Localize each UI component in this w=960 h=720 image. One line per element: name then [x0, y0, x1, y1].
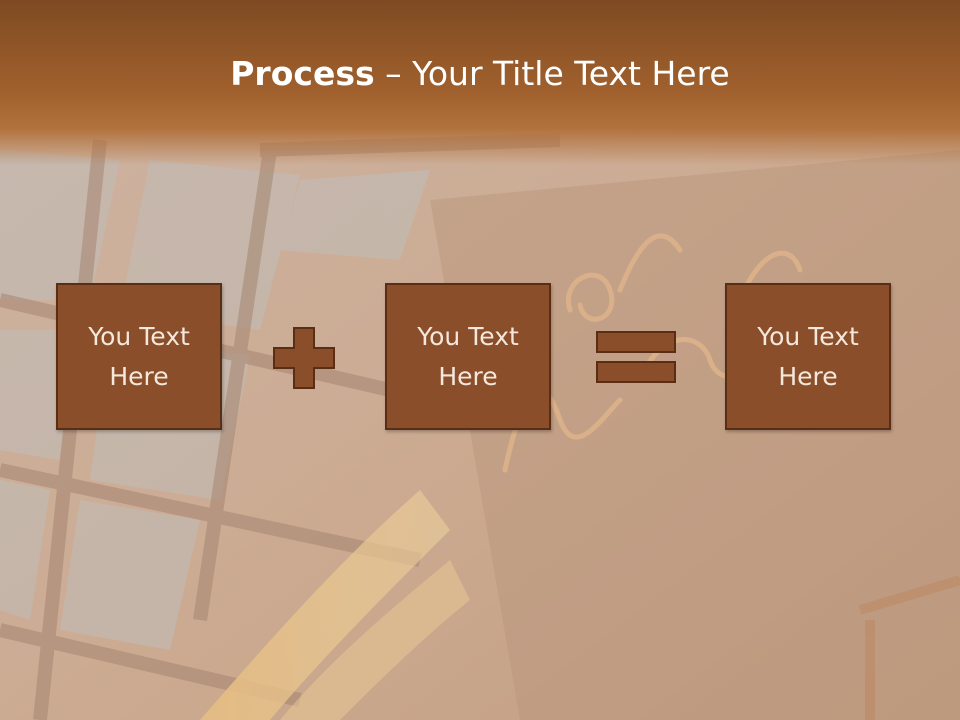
equals-icon — [596, 331, 676, 383]
box-2-line-2: Here — [438, 361, 498, 391]
box-3-line-2: Here — [778, 361, 838, 391]
plus-icon — [273, 327, 335, 389]
title-band — [0, 0, 960, 165]
box-2-line-1: You Text — [417, 321, 519, 351]
title-bold: Process — [230, 54, 375, 93]
title-rest: – Your Title Text Here — [374, 54, 730, 93]
box-3-line-1: You Text — [757, 321, 859, 351]
box-1-line-2: Here — [109, 361, 169, 391]
slide-title: Process – Your Title Text Here — [0, 52, 960, 96]
box-1-line-1: You Text — [88, 321, 190, 351]
